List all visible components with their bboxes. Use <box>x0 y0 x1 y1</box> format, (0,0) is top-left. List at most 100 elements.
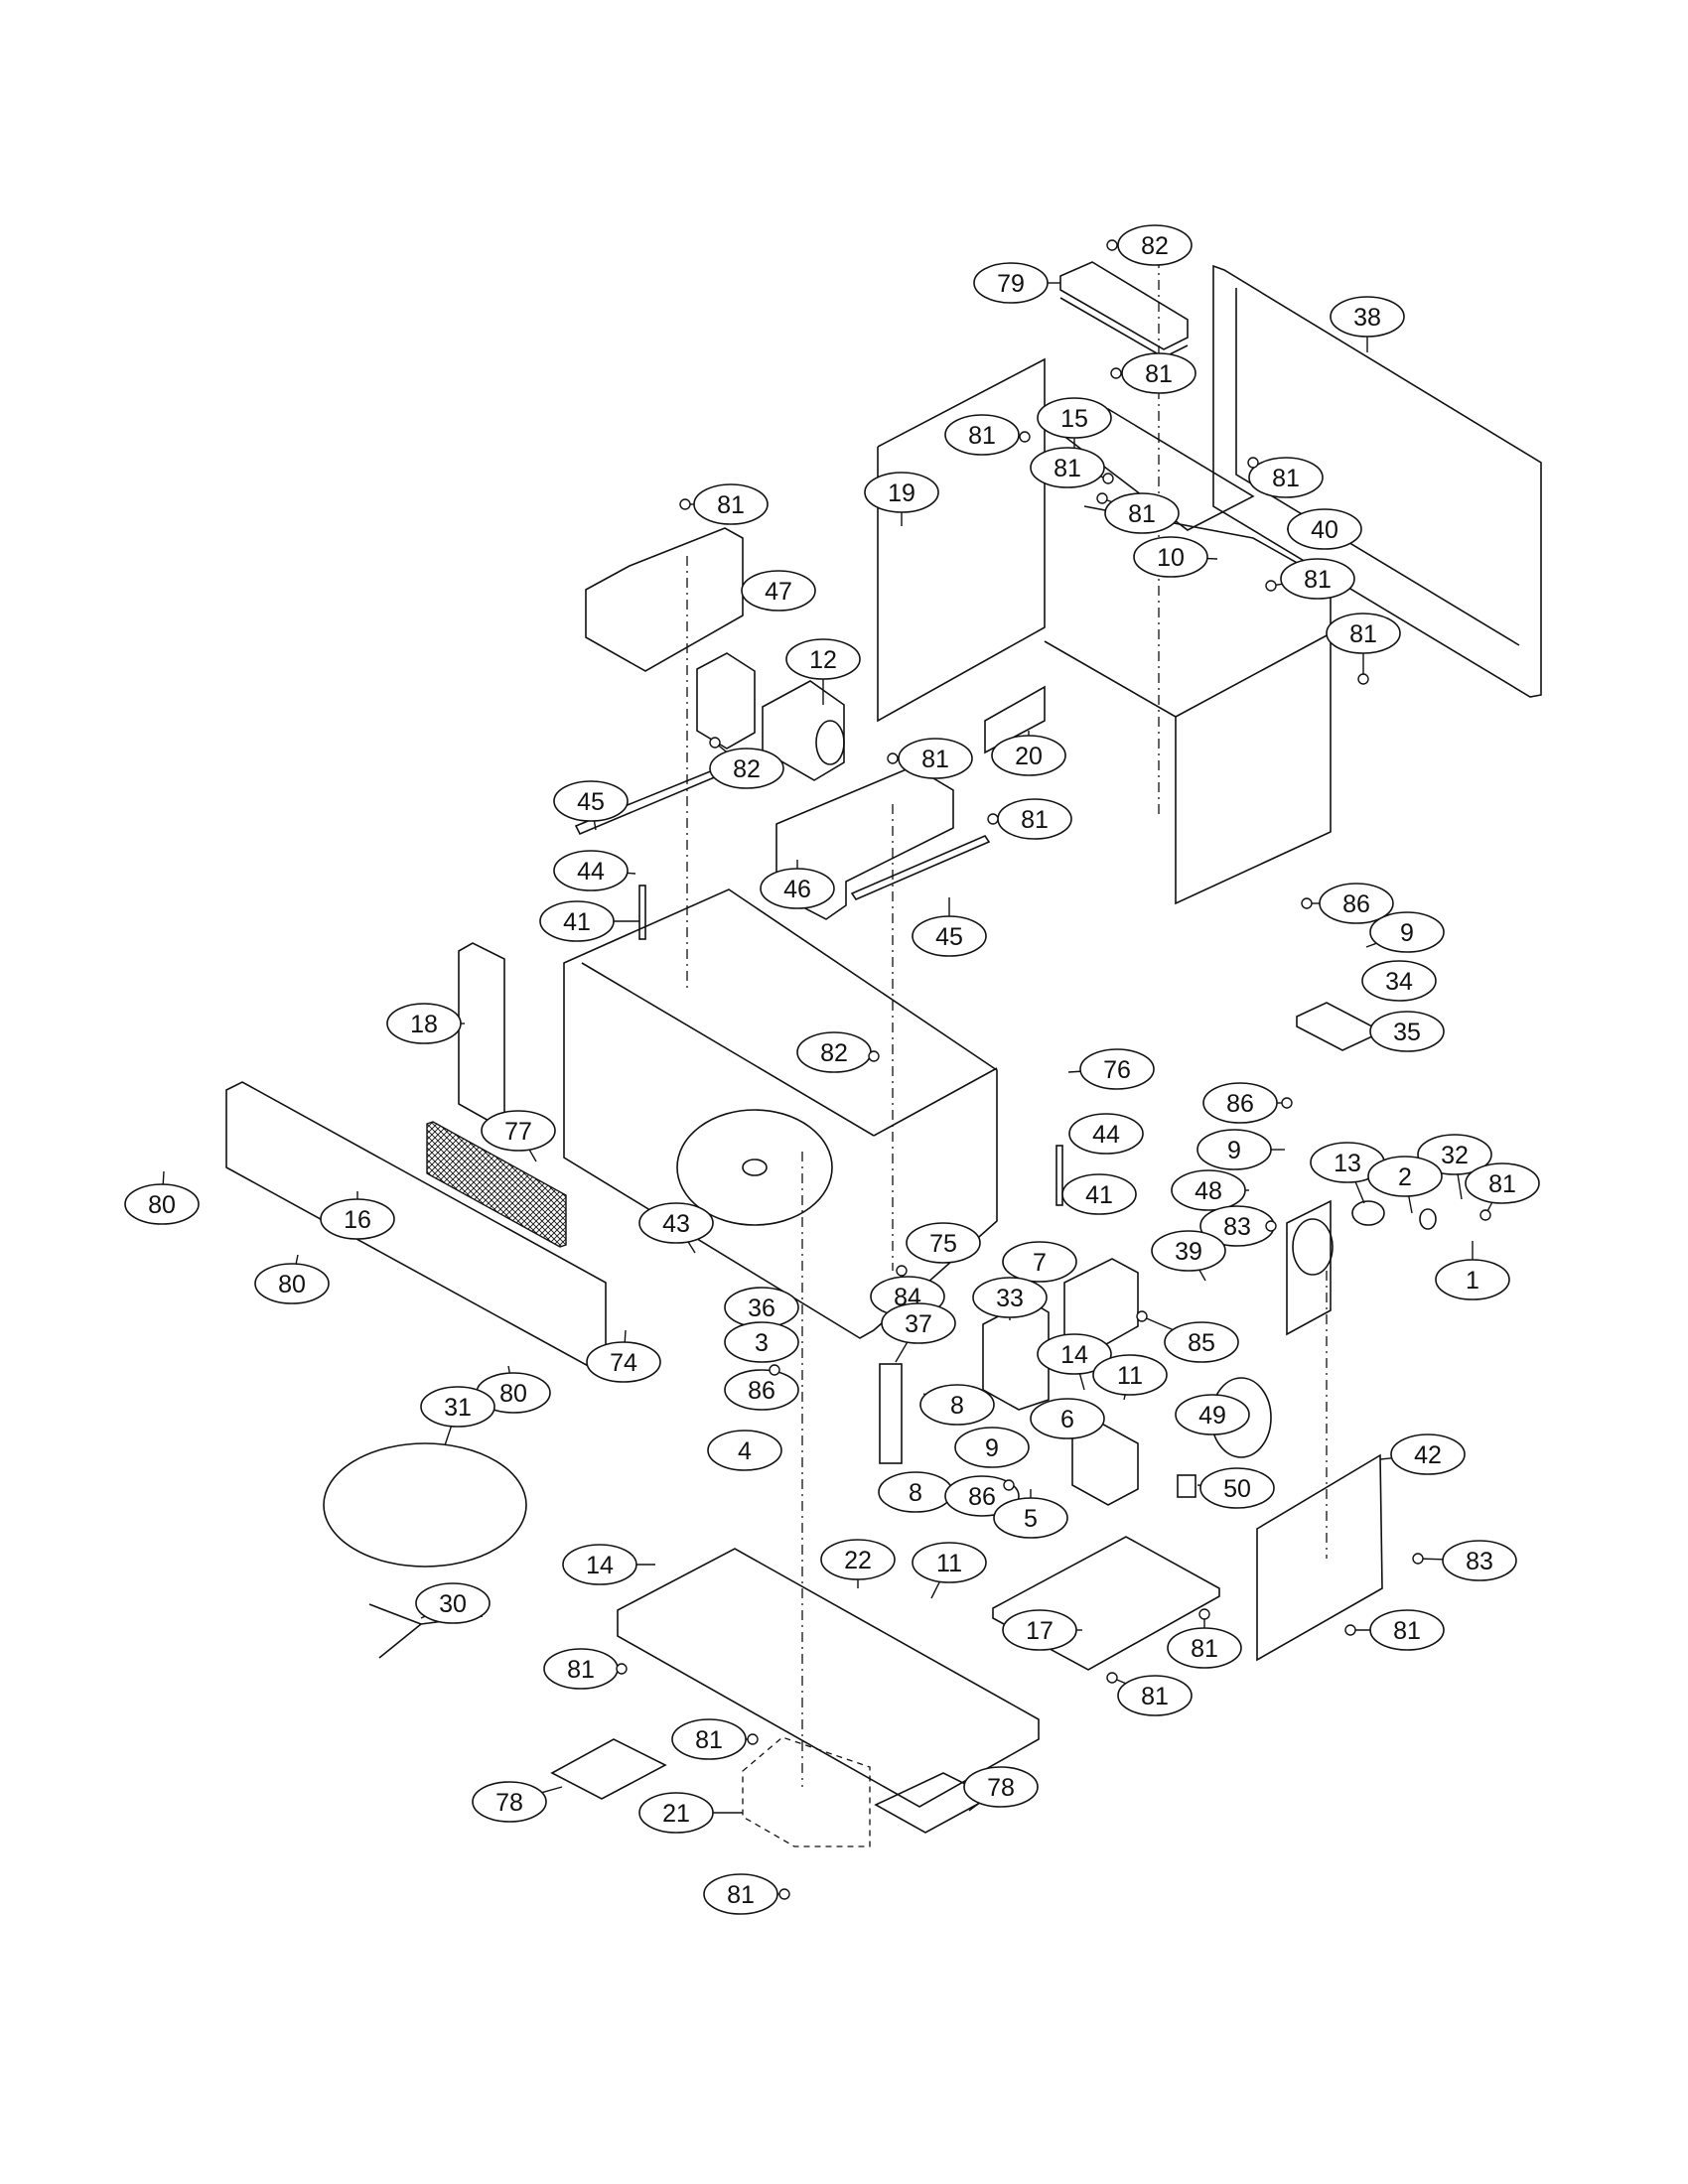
callout-label: 81 <box>695 1726 723 1754</box>
callout-bubble <box>912 915 987 957</box>
callout-label: 30 <box>439 1590 467 1618</box>
callout-bubble <box>919 1384 995 1426</box>
screw-icon <box>1106 239 1118 251</box>
callout-label: 78 <box>495 1789 523 1817</box>
callout-46: 46 <box>760 860 835 909</box>
callout-label: 45 <box>935 923 963 951</box>
screw-icon <box>1110 367 1122 379</box>
callout-bubble <box>1068 1113 1144 1155</box>
part-latch-bar-right <box>1055 1145 1063 1206</box>
callout-9: 9 <box>1196 1129 1285 1170</box>
callout-49: 49 <box>1175 1394 1250 1435</box>
callout-leader-line <box>1078 1373 1085 1391</box>
callout-leader-line <box>895 1341 909 1363</box>
callout-bubble <box>1202 1082 1278 1124</box>
callout-label: 39 <box>1175 1238 1202 1266</box>
callout-79: 79 <box>973 262 1060 304</box>
callout-bubble <box>820 1539 896 1580</box>
callout-label: 22 <box>844 1547 872 1574</box>
callout-label: 8 <box>909 1479 922 1507</box>
callout-41: 41 <box>1061 1173 1137 1215</box>
callout-label: 49 <box>1198 1402 1226 1430</box>
callout-9: 9 <box>1365 911 1445 953</box>
callout-bubble <box>1248 457 1324 498</box>
callout-label: 81 <box>1272 465 1300 492</box>
callout-bubble <box>1167 1627 1242 1669</box>
callout-bubble <box>898 738 973 779</box>
callout-16: 16 <box>320 1191 395 1240</box>
callout-label: 80 <box>499 1380 527 1408</box>
callout-label: 48 <box>1195 1177 1222 1205</box>
callout-7: 7 <box>1002 1241 1077 1283</box>
callout-bubble <box>991 735 1066 776</box>
callout-bubble <box>993 1497 1068 1539</box>
callout-label: 21 <box>662 1800 690 1828</box>
callout-label: 80 <box>278 1271 306 1298</box>
callout-bubble <box>741 570 816 612</box>
callout-label: 81 <box>1349 620 1377 648</box>
callout-35: 35 <box>1369 1011 1445 1052</box>
callout-50: 50 <box>1196 1467 1275 1509</box>
callout-81: 81 <box>1326 613 1401 685</box>
callout-81: 81 <box>1167 1608 1242 1669</box>
callout-label: 74 <box>610 1349 637 1377</box>
callout-label: 1 <box>1466 1267 1479 1295</box>
callout-leader-line <box>444 1426 453 1446</box>
callout-86: 86 <box>1301 883 1394 924</box>
callout-4: 4 <box>707 1430 782 1471</box>
callout-bubble <box>709 748 784 789</box>
screw-icon <box>887 752 899 764</box>
callout-81: 81 <box>1106 1672 1193 1716</box>
callout-label: 10 <box>1157 544 1185 572</box>
callout-bubble <box>553 850 629 891</box>
callout-label: 82 <box>820 1039 848 1067</box>
callout-41: 41 <box>539 900 639 942</box>
part-front-grille <box>426 1121 567 1248</box>
callout-label: 8 <box>950 1392 964 1420</box>
callout-label: 81 <box>1191 1635 1218 1663</box>
assembly-lines <box>686 258 1328 1787</box>
part-fan-motor-assembly <box>1286 1199 1437 1336</box>
callout-86: 86 <box>724 1364 799 1411</box>
callout-bubble <box>1037 397 1112 439</box>
callout-47: 47 <box>741 570 816 612</box>
callout-22: 22 <box>820 1539 896 1588</box>
callout-bubble <box>1164 1321 1239 1363</box>
screw-icon <box>1198 1608 1210 1620</box>
callout-label: 82 <box>1141 232 1169 260</box>
callout-bubble <box>320 1198 395 1240</box>
screw-icon <box>896 1265 908 1277</box>
part-oven-cavity <box>563 888 998 1339</box>
callout-81: 81 <box>703 1873 790 1915</box>
callout-label: 86 <box>968 1483 996 1511</box>
callout-bubble <box>1104 492 1180 534</box>
callout-81: 81 <box>944 414 1031 456</box>
callout-label: 40 <box>1311 516 1338 544</box>
callout-label: 77 <box>504 1118 532 1146</box>
screw-icon <box>1247 457 1259 469</box>
callout-83: 83 <box>1412 1540 1517 1581</box>
callout-bubble <box>1079 1048 1155 1090</box>
callout-80: 80 <box>254 1254 330 1304</box>
callout-bubble <box>1390 1433 1466 1475</box>
callout-label: 78 <box>987 1774 1015 1802</box>
callout-bubble <box>1117 224 1193 266</box>
callout-label: 79 <box>997 270 1025 298</box>
callout-bubble <box>1030 447 1105 488</box>
callout-bubble <box>1367 1156 1443 1197</box>
screw-icon <box>1003 1479 1015 1491</box>
callout-19: 19 <box>864 472 939 526</box>
callout-label: 36 <box>748 1295 775 1322</box>
callout-label: 6 <box>1060 1406 1074 1433</box>
callout-label: 37 <box>905 1310 932 1338</box>
callout-leader-line <box>593 820 597 831</box>
callout-85: 85 <box>1136 1310 1239 1363</box>
screw-icon <box>1357 673 1369 685</box>
screw-icon <box>1096 492 1108 504</box>
callout-48: 48 <box>1171 1169 1249 1211</box>
screw-icon <box>1265 580 1277 592</box>
callout-leader-line <box>1354 1181 1365 1204</box>
callout-bubble <box>1151 1230 1226 1272</box>
part-filter-left <box>550 1738 667 1800</box>
